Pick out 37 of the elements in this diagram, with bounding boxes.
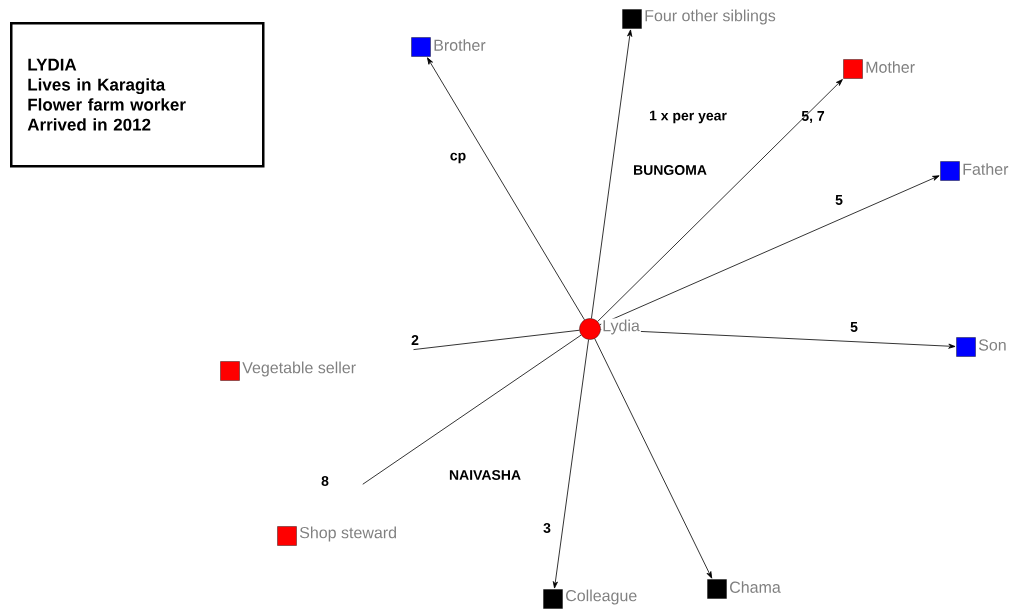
info-box: LYDIA Lives in Karagita Flower farm worker Arrived in 2012 — [10, 22, 265, 168]
place-label: NAIVASHA — [449, 470, 521, 480]
place-label: BUNGOMA — [634, 165, 707, 175]
person-marker — [956, 337, 976, 357]
person-marker — [940, 161, 960, 181]
person-marker — [411, 37, 431, 57]
arrow — [597, 79, 843, 322]
person-marker — [277, 526, 297, 546]
person-marker — [707, 579, 727, 599]
edge-label: cp — [450, 152, 466, 164]
edge-label: 8 — [321, 476, 329, 486]
person-marker — [622, 9, 642, 29]
arrow — [591, 29, 633, 319]
node-label: Vegetable seller — [241, 360, 358, 378]
node-label: Son — [977, 338, 1008, 352]
arrow — [594, 338, 713, 579]
node-label: Father — [961, 162, 1010, 176]
node-label: Shop steward — [298, 525, 399, 543]
node-label: Four other siblings — [643, 8, 777, 26]
arrow — [427, 57, 585, 321]
edge-label: 5 — [850, 322, 858, 332]
edge-label: 5, 7 — [801, 111, 825, 123]
node-label: Colleague — [564, 588, 639, 606]
arrow — [599, 175, 940, 326]
node-label: Lydia — [601, 318, 641, 336]
node-label: Mother — [864, 60, 916, 74]
node-label: Brother — [432, 38, 487, 52]
person-marker — [220, 361, 240, 381]
edge-label: 2 — [411, 335, 419, 345]
edge-label: 1 x per year — [649, 110, 727, 124]
node-label: Chama — [728, 580, 782, 594]
ego-marker — [579, 318, 601, 340]
person-marker — [843, 59, 863, 79]
person-marker — [543, 589, 563, 609]
edge-label: 5 — [835, 195, 843, 205]
arrow — [552, 339, 589, 589]
edge-label: 3 — [543, 523, 551, 533]
